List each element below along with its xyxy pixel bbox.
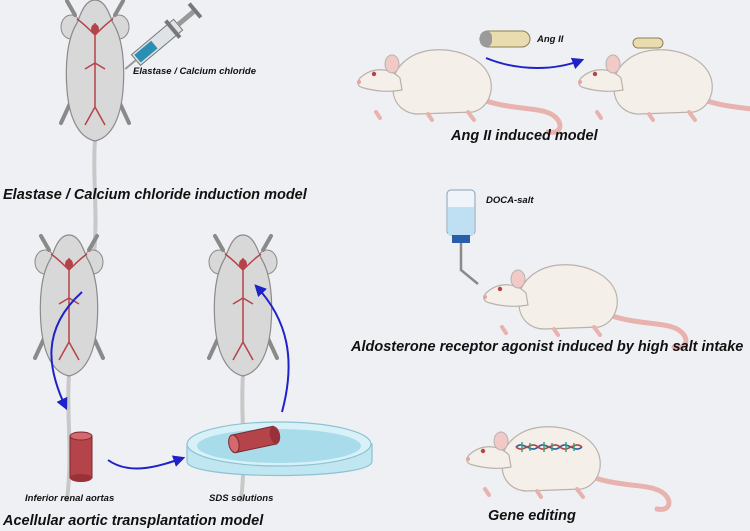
sds-label: SDS solutions — [209, 493, 274, 504]
ang-ii-reagent-label: Ang II — [537, 34, 564, 45]
rat-ang-ii-before — [357, 50, 560, 133]
aorta-label: Inferior renal aortas — [25, 493, 115, 504]
aorta-segment — [69, 431, 93, 482]
osmotic-pump-icon — [479, 30, 531, 48]
rat-ang-ii-after — [578, 50, 750, 133]
doca-salt-label: DOCA-salt — [486, 195, 534, 206]
syringe-icon — [124, 2, 203, 70]
implanted-pump-icon — [632, 37, 664, 49]
dna-icon — [515, 442, 583, 452]
acellular-model-title: Acellular aortic transplantation model — [3, 513, 264, 529]
gene-editing-title: Gene editing — [488, 508, 576, 524]
arrow-ang-ii — [485, 57, 585, 70]
arrow-transplant — [254, 284, 290, 413]
aldosterone-model-title: Aldosterone receptor agonist induced by … — [351, 339, 744, 355]
water-bottle-icon — [446, 189, 479, 285]
arrow-to-dish — [107, 455, 186, 470]
rat-doca-salt — [483, 265, 686, 348]
rat-gene-editing — [466, 427, 669, 510]
ang-ii-model-title: Ang II induced model — [451, 128, 598, 144]
supine-mouse-donor — [33, 233, 105, 502]
elastase-model-title: Elastase / Calcium chloride induction mo… — [3, 187, 307, 203]
elastase-reagent-label: Elastase / Calcium chloride — [133, 66, 257, 77]
supine-mouse-elastase — [59, 0, 131, 267]
arrow-harvest — [50, 291, 83, 411]
petri-dish — [186, 421, 373, 477]
